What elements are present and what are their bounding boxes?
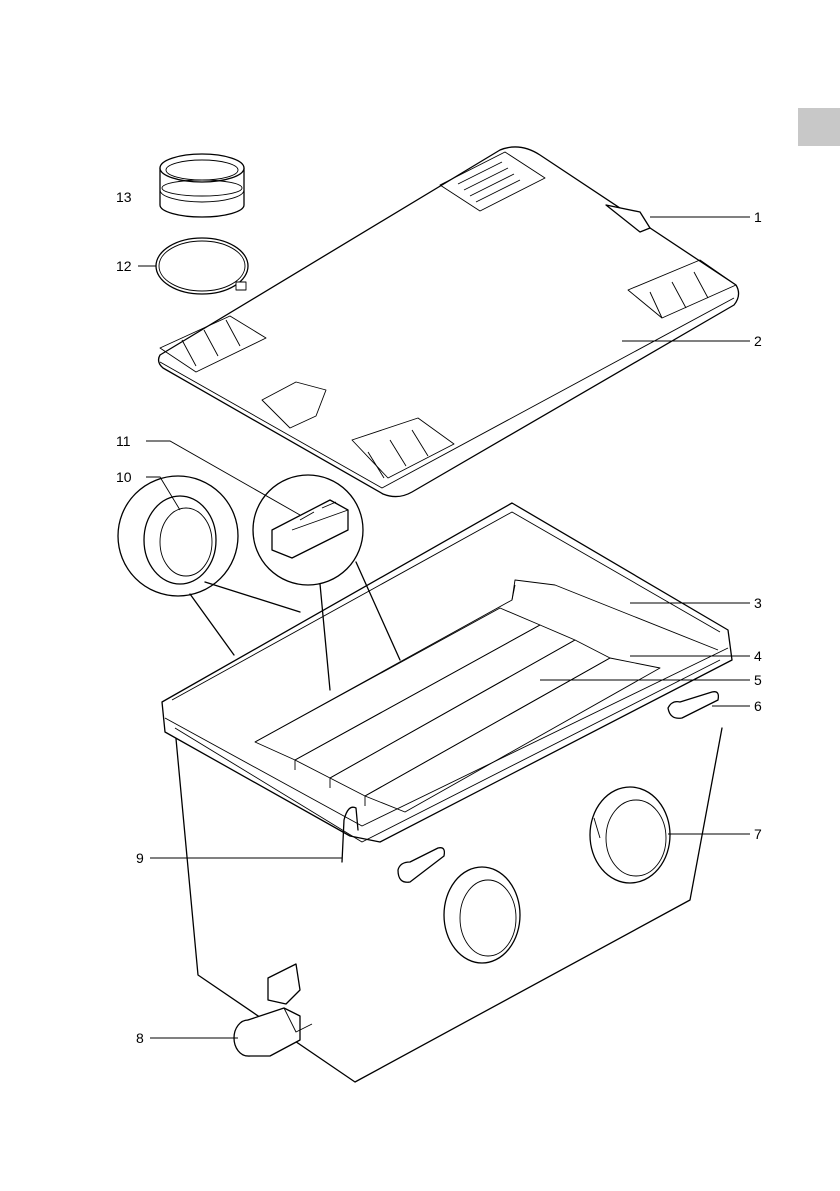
callout-7: 7 xyxy=(754,826,762,842)
callout-13: 13 xyxy=(116,189,132,205)
callout-1: 1 xyxy=(754,209,762,225)
side-handle xyxy=(668,692,718,719)
callout-4: 4 xyxy=(754,648,762,664)
tank-lid xyxy=(159,147,739,497)
callout-2: 2 xyxy=(754,333,762,349)
callout-12: 12 xyxy=(116,258,132,274)
callout-6: 6 xyxy=(754,698,762,714)
pipe-adapter-ring xyxy=(160,154,244,217)
callout-5: 5 xyxy=(754,672,762,688)
inlet-connector-2 xyxy=(444,867,520,963)
callout-8: 8 xyxy=(136,1030,144,1046)
callout-3: 3 xyxy=(754,595,762,611)
callout-9: 9 xyxy=(136,850,144,866)
callout-11: 11 xyxy=(116,433,131,449)
callout-10: 10 xyxy=(116,469,132,485)
inlet-connector xyxy=(590,787,670,883)
hose-clamp xyxy=(156,238,248,294)
